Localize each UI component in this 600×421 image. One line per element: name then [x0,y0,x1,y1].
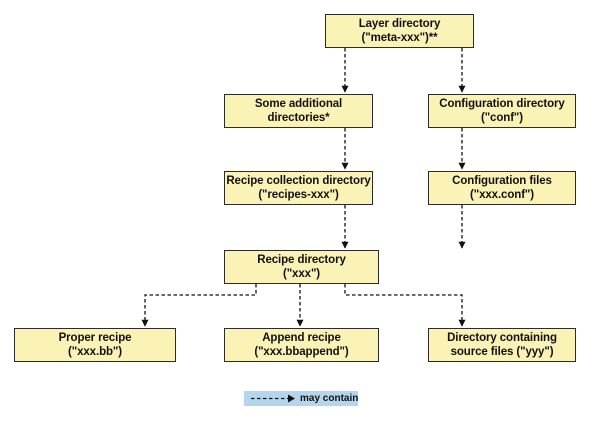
node-additional-directories: Some additional directories* [224,94,373,128]
node-source-directory: Directory containing source files ("yyy"… [428,328,576,362]
legend-label: may contain [300,393,359,404]
node-proper-recipe-line1: Proper recipe [58,332,132,344]
node-append-recipe: Append recipe ("xxx.bbappend") [224,328,379,362]
node-layer-directory-line2: ("meta-xxx")** [361,32,438,44]
node-recipe-collection-directory: Recipe collection directory ("recipes-xx… [224,171,373,205]
node-configuration-files: Configuration files ("xxx.conf") [428,171,576,205]
node-source-directory-line2: source files ("yyy") [450,346,554,358]
node-configuration-files-line1: Configuration files [452,175,552,187]
node-source-directory-line1: Directory containing [447,332,557,344]
node-recipe-directory-line2: ("xxx") [282,268,321,280]
node-recipe-collection-directory-line1: Recipe collection directory [226,175,371,187]
node-recipe-directory-line1: Recipe directory [257,254,346,266]
node-additional-directories-line1: Some additional [254,98,343,110]
node-proper-recipe: Proper recipe ("xxx.bb") [14,328,176,362]
node-append-recipe-line2: ("xxx.bbappend") [254,346,349,358]
node-additional-directories-line2: directories* [267,112,330,124]
node-layer-directory-line1: Layer directory [358,18,441,30]
node-recipe-directory: Recipe directory ("xxx") [224,250,379,284]
node-configuration-files-line2: ("xxx.conf") [469,189,535,201]
connector-recipedir-to-proper [141,284,257,327]
node-configuration-directory-line1: Configuration directory [439,98,565,110]
node-configuration-directory: Configuration directory ("conf") [428,94,576,128]
connector-recipedir-to-srcdir [344,284,466,327]
node-recipe-collection-directory-line2: ("recipes-xxx") [258,189,339,201]
node-append-recipe-line1: Append recipe [262,332,341,344]
node-proper-recipe-line2: ("xxx.bb") [68,346,122,358]
node-configuration-directory-line2: ("conf") [480,112,524,124]
legend: may contain [244,391,358,406]
legend-dashed-arrow-icon [251,394,295,403]
node-layer-directory: Layer directory ("meta-xxx")** [325,14,474,48]
